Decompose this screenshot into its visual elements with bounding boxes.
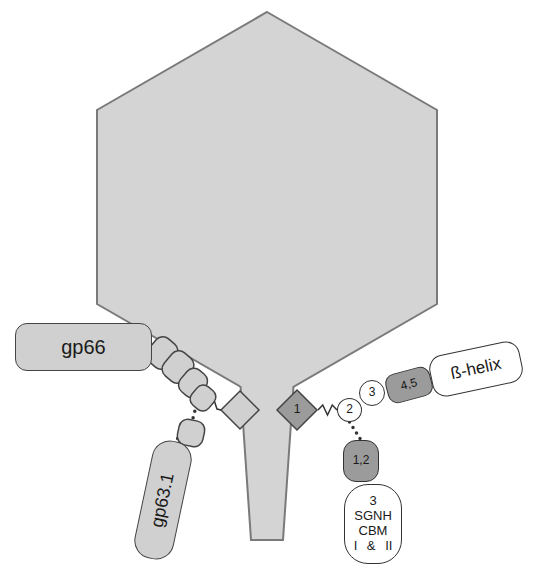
domain-box: 3SGNH CBM I & II [344,484,402,564]
domain-label: 3 [369,386,376,400]
fiber-linker [318,405,337,415]
fiber-segment [187,382,219,415]
domain-label: 2 [346,403,353,417]
domain-box: ß-helix [427,339,526,399]
domain-box: 1,2 [343,440,379,482]
domain-sublabel: SGNH CBM I & II [353,509,393,554]
dotted-link [350,422,362,440]
diamond-shape [277,390,317,430]
domain-label: gp66 [61,336,106,359]
domain-label: 1 [294,403,301,417]
domain-label: 3 [369,494,376,509]
domain-diamond: 1 [276,389,318,431]
protein-box: gp66 [15,323,152,371]
domain-box: 4,5 [383,365,435,406]
protein-box: gp63.1 [131,437,195,563]
domain-label: 1,2 [353,454,370,468]
domain-label: ß-helix [449,354,503,384]
baseplate-diamond [221,391,259,429]
domain-circle: 3 [359,380,385,406]
domain-circle: 2 [337,398,362,422]
domain-label: gp63.1 [147,471,179,529]
domain-label: 4,5 [399,376,419,394]
